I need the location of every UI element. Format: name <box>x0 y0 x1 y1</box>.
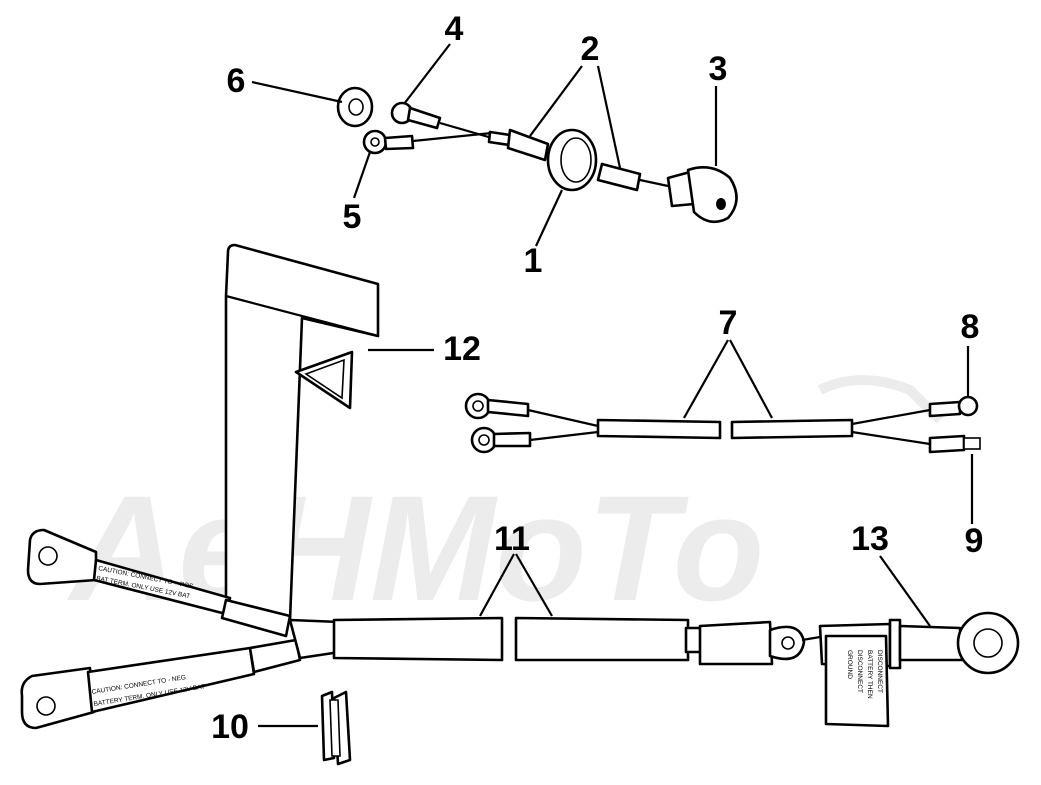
part-4-terminal <box>390 101 493 140</box>
callout-12: 12 <box>443 330 481 368</box>
part-10-grommet <box>320 690 352 766</box>
part-7-harness <box>464 392 981 454</box>
callout-6: 6 <box>227 62 246 100</box>
part-3-key-switch <box>666 166 738 224</box>
part-5-terminal <box>362 129 493 155</box>
callout-3: 3 <box>709 50 728 88</box>
callout-9: 9 <box>965 522 984 560</box>
part-2-connectors <box>487 128 669 192</box>
part-1-grommet <box>546 128 598 192</box>
callout-7: 7 <box>719 304 738 342</box>
callout-5: 5 <box>343 198 362 236</box>
callout-11: 11 <box>494 520 530 558</box>
callout-10: 10 <box>211 708 249 746</box>
callout-numbers: 1 2 3 4 5 6 7 8 9 10 11 12 13 <box>211 10 983 746</box>
tag-line2: BATTERY THEN <box>866 650 873 699</box>
tag-line1: DISCONNECT <box>876 650 883 693</box>
leader-lines <box>251 43 974 728</box>
callout-8: 8 <box>961 308 980 346</box>
part-6-nut <box>336 86 374 128</box>
callout-4: 4 <box>445 10 464 48</box>
callout-13: 13 <box>851 520 889 558</box>
watermark-text: AeHMoTo <box>66 464 764 632</box>
part-11-battery-cables <box>20 528 1020 730</box>
callout-1: 1 <box>524 242 543 280</box>
tag-line4: GROUND <box>846 650 853 679</box>
part-12-boot <box>224 243 380 622</box>
callout-2: 2 <box>581 30 600 68</box>
key-switch-assembly <box>336 86 738 224</box>
tag-line3: DISCONNECT <box>856 650 863 693</box>
